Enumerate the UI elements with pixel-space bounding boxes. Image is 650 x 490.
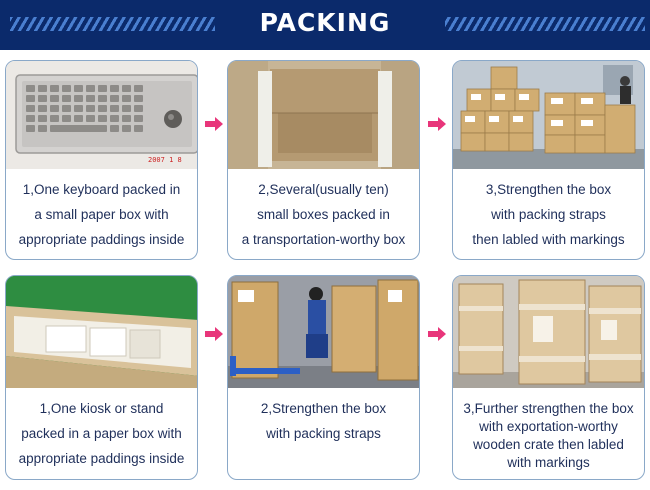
kiosk-box-photo [6,276,197,388]
caption-line: wooden crate then labled [473,437,624,452]
wooden-crates-photo [453,276,644,388]
decorative-stripes-left [10,17,215,31]
caption-line: with exportation-worthy [479,419,618,434]
step-card-open-box: 2,Several(usually ten) small boxes packe… [227,60,420,260]
strapping-photo [228,276,419,388]
decorative-stripes-right [445,17,645,31]
caption-line: small boxes packed in [257,207,390,222]
step-caption: 1,One keyboard packed in a small paper b… [6,177,197,252]
caption-line: a transportation-worthy box [241,232,406,247]
step-caption: 2,Strengthen the box with packing straps [228,396,419,446]
step-card-kiosk-box: 1,One kiosk or stand packed in a paper b… [5,275,198,480]
caption-line: 1,One kiosk or stand [39,401,164,416]
caption-line: 2,Several(usually ten) [258,182,389,197]
caption-line: 1,One keyboard packed in [22,182,181,197]
caption-line: with packing straps [491,207,606,222]
caption-line: packed in a paper box with [21,426,182,441]
step-card-strapping: 2,Strengthen the box with packing straps [227,275,420,480]
caption-line: appropriate paddings inside [18,451,185,466]
caption-line: with packing straps [266,426,381,441]
arrow-right-icon [205,327,223,341]
step-caption: 2,Several(usually ten) small boxes packe… [228,177,419,252]
open-box-photo [228,61,419,169]
caption-line: appropriate paddings inside [18,232,185,247]
step-caption: 1,One kiosk or stand packed in a paper b… [6,396,197,471]
step-card-keyboard: 2007 1 8 1,One keyboard packed in a smal… [5,60,198,260]
step-card-wooden-crates: 3,Further strengthen the box with export… [452,275,645,480]
arrow-right-icon [428,117,446,131]
step-card-stacked-boxes: 3,Strengthen the box with packing straps… [452,60,645,260]
photo-date-stamp: 2007 1 8 [148,156,182,164]
caption-line: then labled with markings [472,232,625,247]
caption-line: with markings [507,455,590,470]
step-caption: 3,Further strengthen the box with export… [453,400,644,472]
caption-line: 3,Strengthen the box [485,182,612,197]
arrow-right-icon [428,327,446,341]
caption-line: a small paper box with [34,207,169,222]
stacked-boxes-photo [453,61,644,169]
keyboard-photo: 2007 1 8 [6,61,197,169]
page-title: PACKING [259,8,391,37]
caption-line: 2,Strengthen the box [260,401,387,416]
caption-line: 3,Further strengthen the box [463,401,634,416]
arrow-right-icon [205,117,223,131]
step-caption: 3,Strengthen the box with packing straps… [453,177,644,252]
